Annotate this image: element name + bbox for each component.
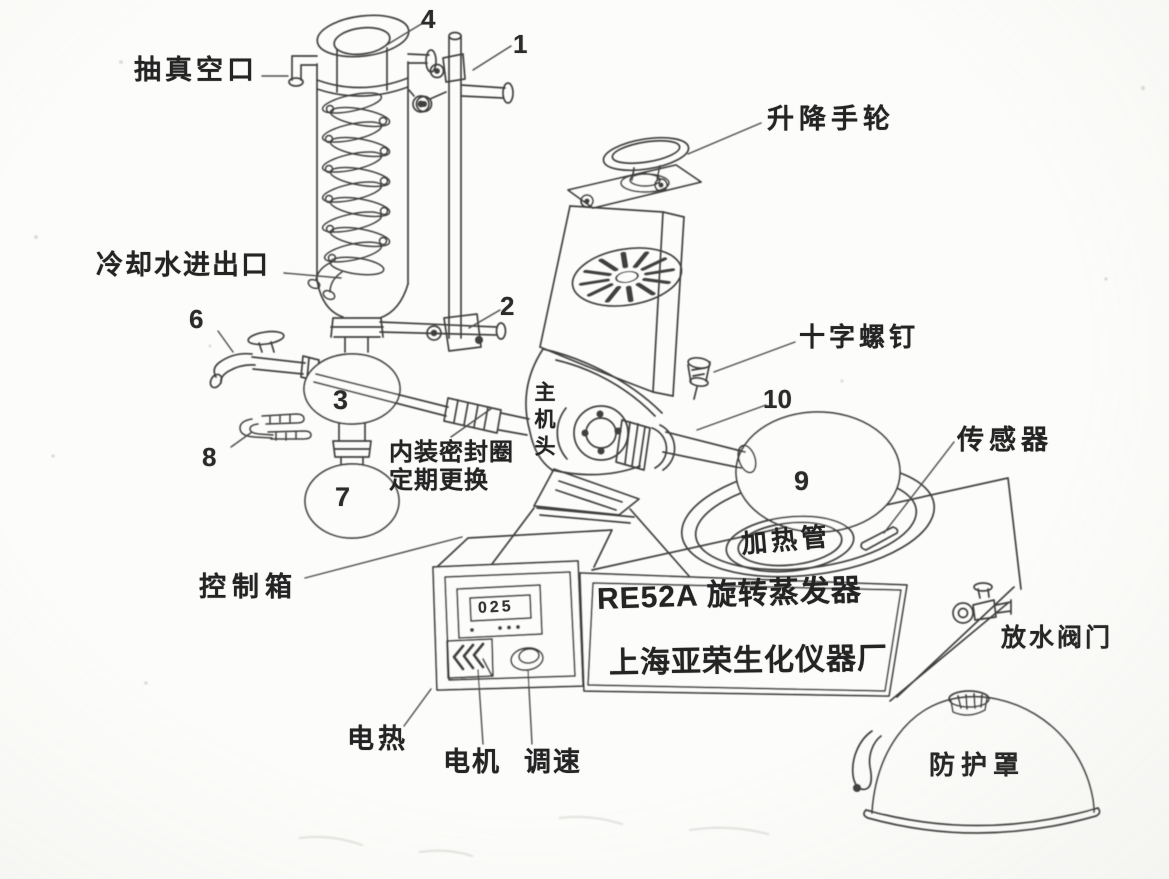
main-head-body	[485, 348, 711, 577]
manufacturer-name: 上海亚荣生化仪器厂	[608, 642, 889, 680]
condenser-coil	[307, 92, 391, 301]
part-number-3: 3	[333, 385, 349, 415]
heater-switch-icon	[446, 638, 494, 679]
label-main-head: 主机头	[532, 381, 555, 462]
label-cross-screw: 十字螺钉	[799, 322, 920, 352]
lift-column-tower	[539, 136, 702, 397]
label-motor: 电机	[443, 747, 501, 777]
label-seal-note-line1: 内装密封圈	[389, 439, 514, 466]
part-number-4: 4	[421, 4, 436, 34]
fan-vent	[571, 247, 683, 307]
rotary-seal-coupling	[443, 397, 530, 436]
temperature-display	[456, 584, 543, 639]
condenser-column	[288, 14, 437, 353]
scan-noise	[34, 60, 1145, 685]
label-sensor: 传感器	[957, 425, 1053, 455]
label-control-box: 控制箱	[199, 572, 298, 602]
drive-coupling	[615, 419, 651, 471]
label-seal-note-line2: 定期更换	[389, 467, 489, 494]
part-number-2: 2	[500, 291, 515, 321]
vapor-duct-tube	[313, 373, 449, 417]
protective-cover-dome	[851, 690, 1101, 834]
sensor-probe	[860, 526, 899, 551]
label-heating-tube: 加热管	[739, 521, 833, 559]
part-number-9: 9	[794, 466, 810, 496]
keck-clip	[239, 413, 312, 441]
part-number-10: 10	[763, 384, 792, 414]
part-number-8: 8	[202, 442, 217, 472]
collection-flasks	[303, 353, 449, 539]
display-readout: 025	[477, 598, 515, 617]
dome-knob	[948, 690, 990, 716]
label-cooling-water-port: 冷却水进出口	[96, 250, 270, 280]
part-number-1: 1	[513, 29, 528, 59]
evaporating-flask	[615, 411, 901, 573]
handwheel	[602, 136, 690, 193]
dome-handle	[851, 730, 882, 791]
cross-screw-knob	[687, 356, 711, 400]
head-support-bracket	[485, 468, 690, 577]
label-electric-heat: 电热	[347, 724, 409, 754]
part-number-6: 6	[189, 304, 204, 334]
part-number-7: 7	[335, 482, 351, 512]
label-lift-handwheel: 升降手轮	[767, 104, 895, 134]
label-speed-control: 调速	[524, 747, 582, 777]
label-protective-cover: 防护罩	[929, 750, 1026, 780]
scan-smudges	[298, 815, 770, 858]
label-vacuum-port: 抽真空口	[134, 55, 258, 85]
callout-lead-lines	[217, 22, 955, 745]
drain-valve-part	[952, 582, 1012, 624]
vacuum-release-tap	[209, 330, 320, 389]
label-drain-valve: 放水阀门	[1001, 624, 1114, 652]
control-box	[432, 529, 613, 691]
